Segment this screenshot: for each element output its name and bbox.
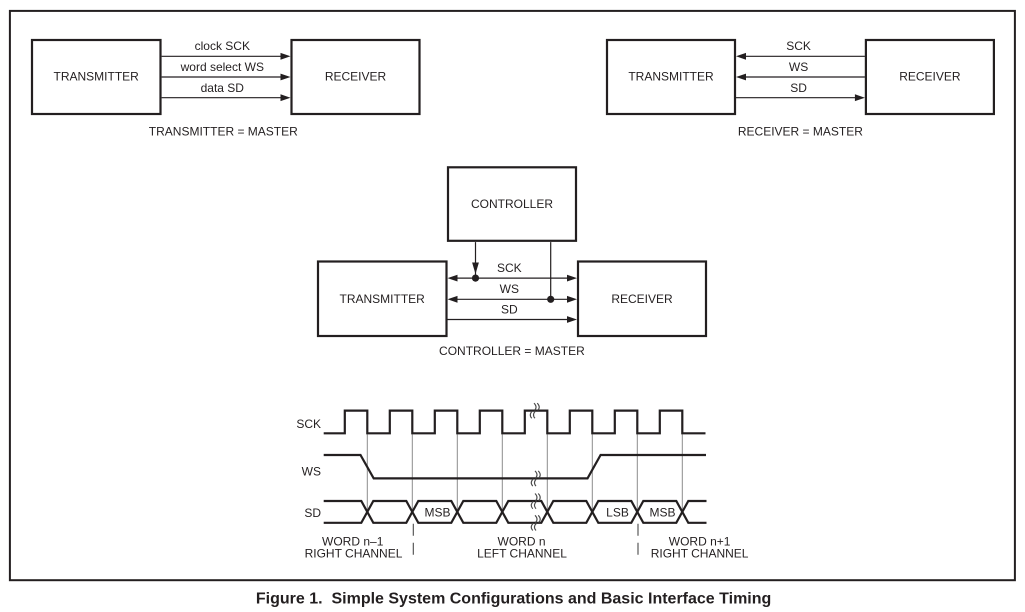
svg-text:LEFT CHANNEL: LEFT CHANNEL	[477, 547, 567, 561]
svg-text:WS: WS	[789, 60, 808, 74]
svg-text:RIGHT CHANNEL: RIGHT CHANNEL	[651, 547, 749, 561]
svg-text:RECEIVER: RECEIVER	[899, 70, 961, 84]
svg-text:SCK: SCK	[786, 39, 811, 53]
svg-text:TRANSMITTER: TRANSMITTER	[340, 292, 426, 306]
svg-text:TRANSMITTER = MASTER: TRANSMITTER = MASTER	[149, 124, 298, 138]
svg-text:LSB: LSB	[606, 506, 629, 520]
svg-text:WS: WS	[302, 465, 321, 479]
svg-text:WS: WS	[500, 282, 519, 296]
svg-text:TRANSMITTER: TRANSMITTER	[628, 70, 714, 84]
svg-text:word select WS: word select WS	[180, 60, 264, 74]
svg-text:RECEIVER = MASTER: RECEIVER = MASTER	[738, 124, 863, 138]
svg-text:CONTROLLER = MASTER: CONTROLLER = MASTER	[439, 344, 585, 358]
svg-text:CONTROLLER: CONTROLLER	[471, 197, 553, 211]
svg-text:SCK: SCK	[497, 261, 522, 275]
svg-text:SD: SD	[304, 506, 321, 520]
svg-text:SD: SD	[501, 302, 518, 316]
svg-text:Figure 1. Simple System Confi: Figure 1. Simple System Configurations a…	[256, 591, 771, 608]
svg-text:MSB: MSB	[649, 506, 675, 520]
svg-text:WORD n+1: WORD n+1	[669, 534, 731, 548]
svg-text:MSB: MSB	[424, 506, 450, 520]
svg-text:clock SCK: clock SCK	[195, 39, 250, 53]
svg-text:WORD n–1: WORD n–1	[322, 534, 384, 548]
svg-text:TRANSMITTER: TRANSMITTER	[54, 70, 140, 84]
svg-text:RIGHT CHANNEL: RIGHT CHANNEL	[305, 547, 403, 561]
svg-text:SD: SD	[790, 81, 807, 95]
svg-text:RECEIVER: RECEIVER	[325, 70, 387, 84]
svg-text:data SD: data SD	[201, 81, 245, 95]
svg-text:WORD n: WORD n	[498, 534, 546, 548]
svg-text:RECEIVER: RECEIVER	[611, 292, 673, 306]
svg-text:SCK: SCK	[296, 417, 321, 431]
